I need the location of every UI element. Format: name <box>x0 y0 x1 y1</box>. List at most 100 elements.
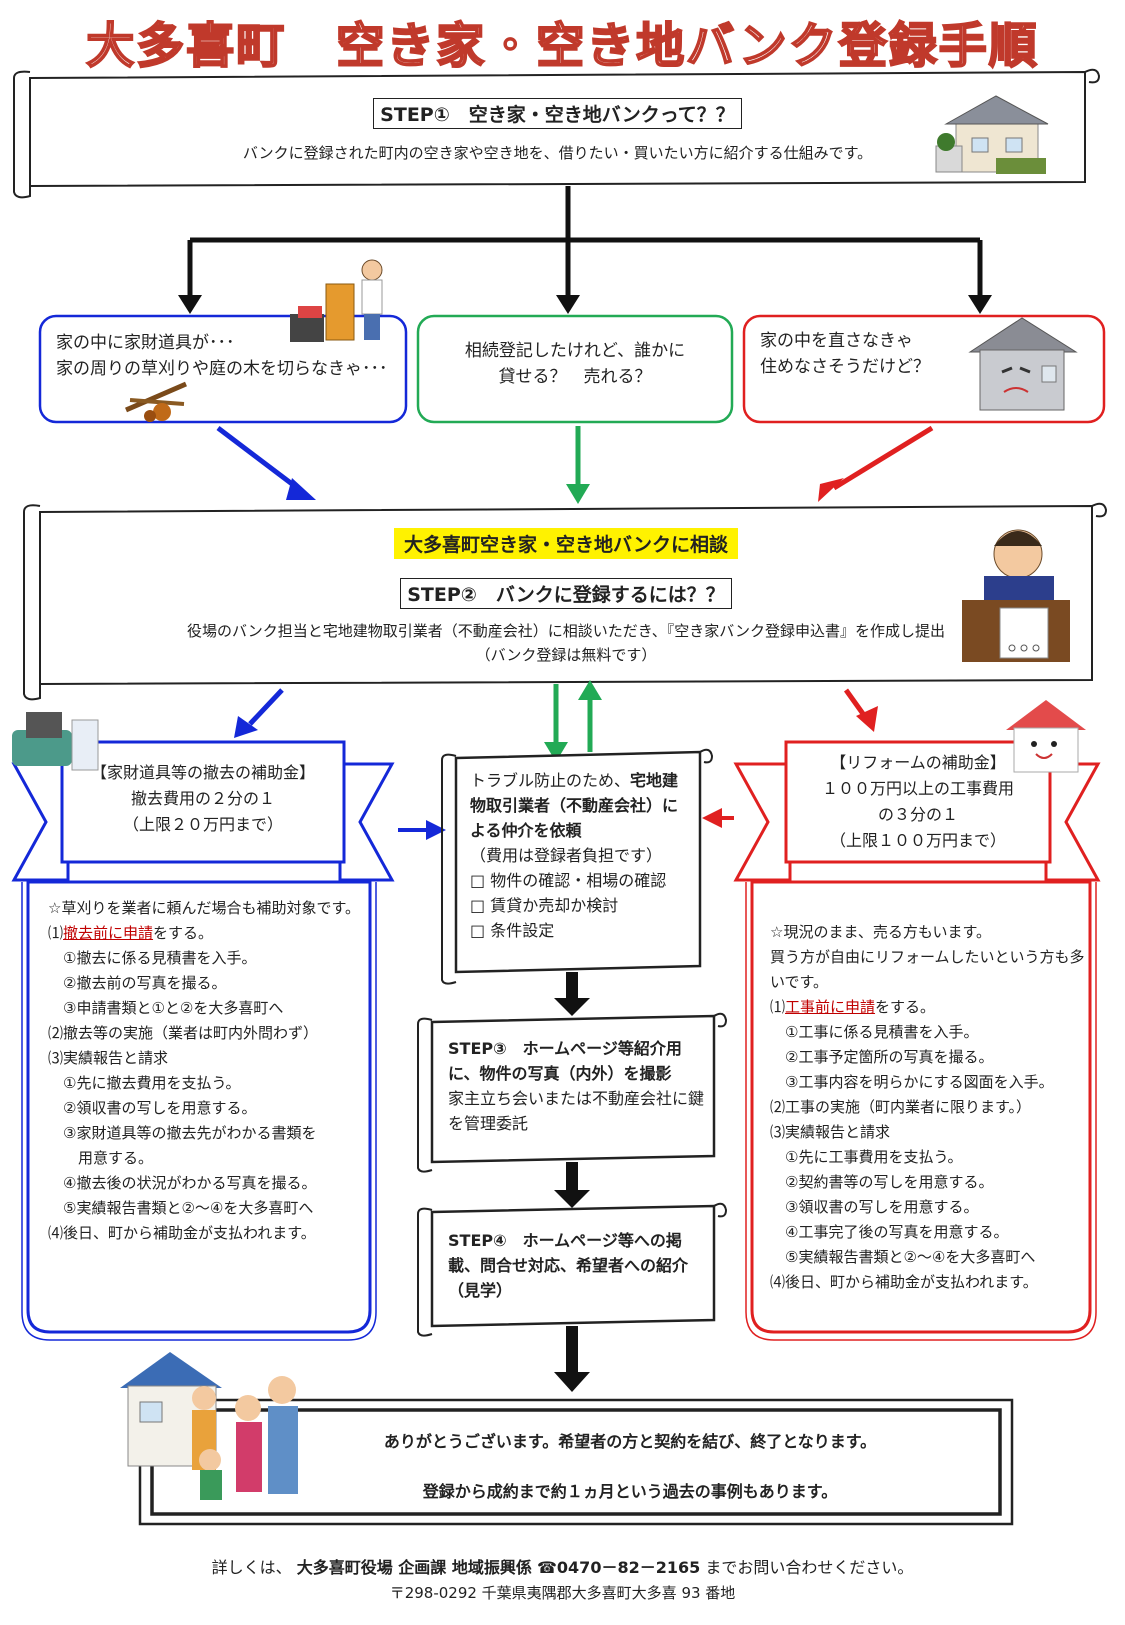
subsidy-right-item: ③工事内容を明らかにする図面を入手。 <box>770 1070 1086 1095</box>
ribbon-right <box>733 740 1101 882</box>
footer-contact: 詳しくは、 大多喜町役場 企画課 地域振興係 ☎0470－82－2165 までお… <box>0 1554 1125 1578</box>
subsidy-left-item: ⑶実績報告と請求 <box>48 1046 366 1071</box>
furniture-icon <box>12 712 99 771</box>
subsidy-left-item: 用意する。 <box>48 1146 366 1171</box>
footer-address: 〒298-0292 千葉県夷隅郡大多喜町大多喜 93 番地 <box>389 1584 736 1602</box>
subsidy-right-line3: （上限１００万円まで） <box>829 831 1006 850</box>
subsidy-right-note2: 買う方が自由にリフォームしたいという方も多いです。 <box>770 948 1085 991</box>
subsidy-right-item: ⑴工事前に申請をする。 <box>770 995 1086 1020</box>
broker-check-1: □ 物件の確認・相場の確認 <box>470 871 667 890</box>
subsidy-left-detail-box <box>26 880 372 1334</box>
step2-highlight: 大多喜町空き家・空き地バンクに相談 <box>394 528 738 559</box>
ribbon-left <box>11 740 395 882</box>
subsidy-right-item-text: ⑷後日、町から補助金が支払われます。 <box>770 1273 1038 1291</box>
subsidy-left-item: ⑤実績報告書類と②～④を大多喜町へ <box>48 1196 366 1221</box>
firewood-icon <box>125 381 187 422</box>
subsidy-right-items: ⑴工事前に申請をする。 ①工事に係る見積書を入手。 ②工事予定箇所の写真を撮る。… <box>770 995 1086 1295</box>
footer-office: 大多喜町役場 企画課 地域振興係 <box>296 1558 532 1577</box>
subsidy-right-title: 【リフォームの補助金】 <box>830 753 1006 772</box>
mover-icon <box>290 259 383 342</box>
step4-content: STEP④ ホームページ等への掲載、問合せ対応、希望者への紹介（見学） <box>448 1228 706 1303</box>
subsidy-left-item-emphasis: 撤去前に申請 <box>63 924 154 942</box>
subsidy-right-item: ①工事に係る見積書を入手。 <box>770 1020 1086 1045</box>
broker-content: トラブル防止のため、宅地建物取引業者（不動産会社）による仲介を依頼 （費用は登録… <box>470 768 692 943</box>
subsidy-left-item: ③申請書類と①と②を大多喜町へ <box>48 996 366 1021</box>
broker-fee: （費用は登録者負担です） <box>470 846 663 865</box>
broker-intro: トラブル防止のため、 <box>470 771 631 790</box>
step3-bold: STEP③ ホームページ等紹介用に、物件の写真（内外）を撮影 <box>448 1039 682 1083</box>
broker-scroll <box>441 748 714 985</box>
case-left-line-2: 家の周りの草刈りや庭の木を切らなきゃ･･･ <box>56 359 388 379</box>
subsidy-right-item: ④工事完了後の写真を用意する。 <box>770 1220 1086 1245</box>
trunk-arrows <box>187 186 983 297</box>
subsidy-left-item-pre: ⑴ <box>48 924 64 942</box>
subsidy-left-item-text: をする。 <box>153 924 214 942</box>
subsidy-right-item: ⑵工事の実施（町内業者に限ります。） <box>770 1095 1086 1120</box>
family-icon <box>120 1352 298 1500</box>
subsidy-right-line2: の３分の１ <box>877 805 958 824</box>
step4-bold: STEP④ ホームページ等への掲載、問合せ対応、希望者への紹介（見学） <box>448 1231 689 1300</box>
case-center-text: 相続登記したけれど、誰かに 貸せる？ 売れる？ <box>418 338 732 390</box>
subsidy-right-item-text: ⑶実績報告と請求 <box>770 1123 891 1141</box>
subsidy-left-details: ☆草刈りを業者に頼んだ場合も補助対象です。 ⑴撤去前に申請をする。 ①撤去に係る… <box>48 896 366 1246</box>
step1-text: バンクに登録された町内の空き家や空き地を、借りたい・買いたい方に紹介する仕組みで… <box>242 144 873 162</box>
subsidy-right-item-text: ③領収書の写しを用意する。 <box>770 1198 979 1216</box>
case-right-line-1: 家の中を直さなきゃ <box>760 331 913 351</box>
final-line-1: ありがとうございます。希望者の方と契約を結び、終了となります。 <box>383 1432 877 1451</box>
step3-scroll <box>417 1012 728 1173</box>
subsidy-right-item-text: ③工事内容を明らかにする図面を入手。 <box>770 1073 1054 1091</box>
subsidy-right-details: ☆現況のまま、売る方もいます。 買う方が自由にリフォームしたいという方も多いです… <box>770 920 1086 1295</box>
case-center-line-2: 貸せる？ 売れる？ <box>498 367 652 387</box>
subsidy-right-item: ③領収書の写しを用意する。 <box>770 1195 1086 1220</box>
subsidy-right-item-text: ①先に工事費用を支払う。 <box>770 1148 963 1166</box>
subsidy-right-item-emphasis: 工事前に申請 <box>785 998 876 1016</box>
subsidy-left-line2: （上限２０万円まで） <box>122 815 283 834</box>
subsidy-left-items: ⑴撤去前に申請をする。 ①撤去に係る見積書を入手。 ②撤去前の写真を撮る。 ③申… <box>48 921 366 1246</box>
step2-highlight-wrap: 大多喜町空き家・空き地バンクに相談 <box>40 528 1092 559</box>
subsidy-right-item: ②工事予定箇所の写真を撮る。 <box>770 1045 1086 1070</box>
subsidy-right-detail-box <box>750 880 1092 1334</box>
step3-content: STEP③ ホームページ等紹介用に、物件の写真（内外）を撮影 家主立ち会いまたは… <box>448 1036 706 1136</box>
step1-scroll <box>13 68 1101 199</box>
step2-note: （バンク登録は無料です） <box>475 646 657 664</box>
footer-pre: 詳しくは、 <box>211 1558 292 1577</box>
subsidy-left-item: ③家財道具等の撤去先がわかる書類を <box>48 1121 366 1146</box>
subsidy-left-item: ④撤去後の状況がわかる写真を撮る。 <box>48 1171 366 1196</box>
subsidy-right-item-text: ④工事完了後の写真を用意する。 <box>770 1223 1009 1241</box>
subsidy-left-item-text: ①撤去に係る見積書を入手。 <box>48 949 257 967</box>
subsidy-right-item-text: をする。 <box>875 998 936 1016</box>
official-icon <box>962 529 1070 662</box>
footer-phone: ☎0470－82－2165 <box>536 1558 701 1577</box>
subsidy-right-item: ⑶実績報告と請求 <box>770 1120 1086 1145</box>
subsidy-left-item: ②領収書の写しを用意する。 <box>48 1096 366 1121</box>
subsidy-right-item: ⑷後日、町から補助金が支払われます。 <box>770 1270 1086 1295</box>
subsidy-left-item: ①先に撤去費用を支払う。 <box>48 1071 366 1096</box>
step2-text: 役場のバンク担当と宅地建物取引業者（不動産会社）に相談いただき、『空き家バンク登… <box>187 622 945 640</box>
subsidy-left-item-text: 用意する。 <box>48 1149 154 1167</box>
subsidy-left-item: ②撤去前の写真を撮る。 <box>48 971 366 996</box>
case-box-center <box>416 314 734 424</box>
old-house-icon <box>968 317 1078 411</box>
footer-post: までお問い合わせください。 <box>705 1558 914 1577</box>
case-right-text: 家の中を直さなきゃ 住めなさそうだけど？ <box>760 328 980 380</box>
subsidy-right-line1: １００万円以上の工事費用 <box>821 779 1014 798</box>
case-right-line-2: 住めなさそうだけど？ <box>760 357 930 377</box>
step2-heading: STEP② バンクに登録するには？？ <box>400 578 732 609</box>
subsidy-left-note: ☆草刈りを業者に頼んだ場合も補助対象です。 <box>48 899 360 917</box>
subsidy-left-item-text: ⑵撤去等の実施（業者は町内外問わず） <box>48 1024 319 1042</box>
subsidy-right-item-text: ①工事に係る見積書を入手。 <box>770 1023 979 1041</box>
page-title: 大多喜町 空き家・空き地バンク登録手順 <box>85 17 1039 75</box>
step1-content: STEP① 空き家・空き地バンクって？？ <box>30 98 1085 129</box>
subsidy-right-header: 【リフォームの補助金】 １００万円以上の工事費用 の３分の１ （上限１００万円ま… <box>786 750 1050 854</box>
subsidy-left-title: 【家財道具等の撤去の補助金】 <box>90 763 315 782</box>
broker-bold: 宅地建物取引業者（不動産会社）による仲介を依頼 <box>470 771 679 840</box>
subsidy-right-item-text: ②工事予定箇所の写真を撮る。 <box>770 1048 994 1066</box>
subsidy-right-item-text: ⑤実績報告書類と②～④を大多喜町へ <box>770 1248 1036 1266</box>
subsidy-left-header: 【家財道具等の撤去の補助金】 撤去費用の２分の１ （上限２０万円まで） <box>62 760 344 838</box>
final-line-2: 登録から成約まで約１ヵ月という過去の事例もあります。 <box>422 1482 838 1501</box>
smiling-house-icon <box>1006 700 1086 773</box>
step2-heading-wrap: STEP② バンクに登録するには？？ <box>40 578 1092 609</box>
house-icon <box>935 95 1049 174</box>
subsidy-left-item-text: ⑷後日、町から補助金が支払われます。 <box>48 1224 316 1242</box>
